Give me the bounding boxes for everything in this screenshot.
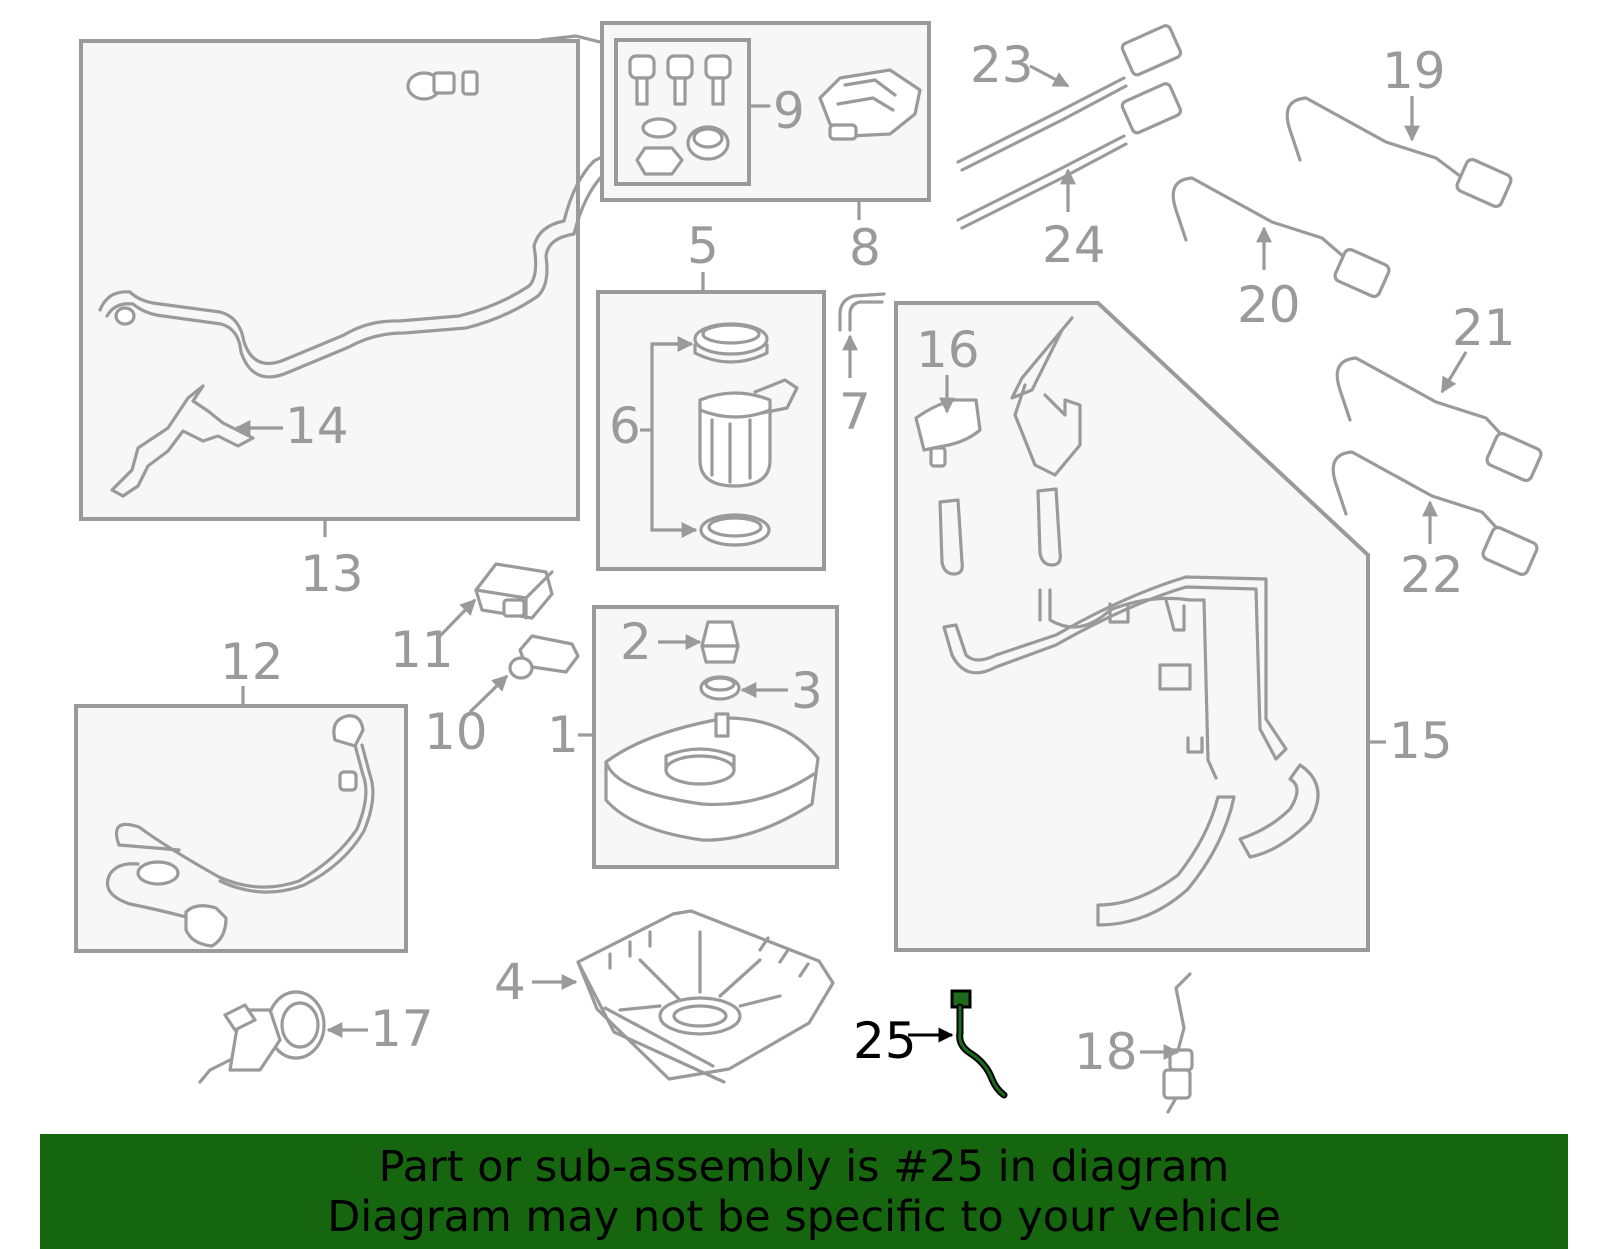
sensor-22[interactable] <box>1331 450 1539 576</box>
banner-line-1: Part or sub-assembly is #25 in diagram <box>378 1141 1230 1192</box>
callout-23: 23 <box>970 36 1034 94</box>
sensor-21[interactable] <box>1335 356 1543 482</box>
leader-10 <box>468 674 509 714</box>
valve-17[interactable] <box>198 990 326 1084</box>
sensor-18[interactable] <box>1162 972 1194 1114</box>
info-banner: Part or sub-assembly is #25 in diagram D… <box>40 1134 1568 1249</box>
tank-shell-4[interactable] <box>576 909 835 1084</box>
callout-24: 24 <box>1042 216 1106 274</box>
callout-6: 6 <box>609 397 641 455</box>
callout-18: 18 <box>1074 1023 1138 1081</box>
assembly-1-tank-insert[interactable] <box>592 605 839 869</box>
callout-10: 10 <box>424 703 488 761</box>
callout-2: 2 <box>620 613 652 671</box>
elbow-fitting-7 <box>838 292 886 332</box>
assembly-5-fuel-pump[interactable] <box>596 290 826 571</box>
assembly-8-control-unit[interactable] <box>600 21 931 202</box>
callout-15: 15 <box>1389 712 1453 770</box>
leader-21 <box>1440 351 1468 394</box>
callout-25: 25 <box>853 1012 917 1070</box>
leader-11 <box>438 598 477 638</box>
callout-20: 20 <box>1237 276 1301 334</box>
callout-9: 9 <box>773 82 805 140</box>
sensor-20[interactable] <box>1171 176 1391 298</box>
relay-11[interactable] <box>474 562 554 620</box>
bolt-set-9 <box>628 54 732 176</box>
callout-8: 8 <box>849 219 881 277</box>
banner-line-2: Diagram may not be specific to your vehi… <box>327 1191 1281 1242</box>
assembly-12-sensor[interactable] <box>74 704 408 953</box>
highlighted-part-25[interactable] <box>950 989 1008 1099</box>
control-module-8 <box>818 68 922 141</box>
assembly-15-hoses[interactable] <box>894 301 1370 952</box>
sensor-23[interactable] <box>956 24 1183 172</box>
callout-7: 7 <box>839 383 871 441</box>
callout-3: 3 <box>791 662 823 720</box>
callout-16: 16 <box>916 321 980 379</box>
callout-17: 17 <box>370 1000 434 1058</box>
sensor-24[interactable] <box>956 82 1183 230</box>
callout-4: 4 <box>494 953 526 1011</box>
callout-21: 21 <box>1452 299 1516 357</box>
sensor-19[interactable] <box>1285 96 1513 208</box>
leader-23 <box>1029 64 1070 88</box>
callout-19: 19 <box>1382 42 1446 100</box>
callout-13: 13 <box>300 545 364 603</box>
callout-1: 1 <box>547 706 579 764</box>
callout-12: 12 <box>220 633 284 691</box>
callout-14: 14 <box>285 397 349 455</box>
callout-5: 5 <box>687 217 719 275</box>
connector-10[interactable] <box>508 634 580 680</box>
callout-22: 22 <box>1400 546 1464 604</box>
